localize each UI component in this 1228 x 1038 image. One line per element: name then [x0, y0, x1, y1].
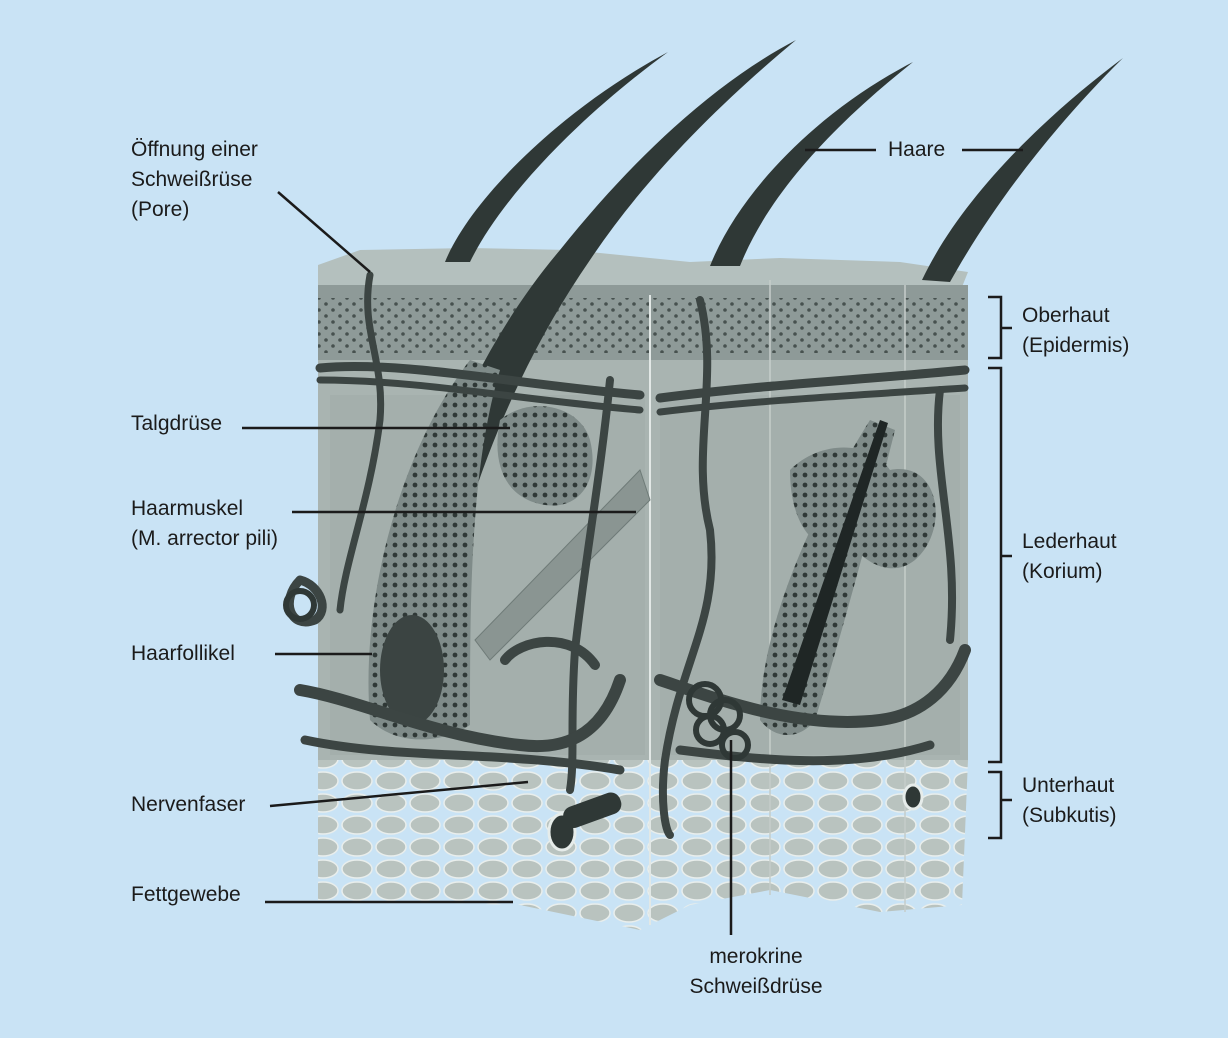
- label-oberhaut-line1: Oberhaut: [1022, 301, 1129, 331]
- layer-brackets: [988, 297, 1012, 838]
- label-talgdruese: Talgdrüse: [131, 409, 222, 439]
- label-unterhaut-line1: Unterhaut: [1022, 771, 1117, 801]
- label-pore: Öffnung einer Schweißrüse (Pore): [131, 135, 258, 225]
- hair-3: [710, 62, 913, 266]
- subcutis-layer: [318, 760, 968, 930]
- vessel-end-2: [904, 785, 922, 809]
- label-haarfollikel: Haarfollikel: [131, 639, 235, 669]
- label-schweissdruese-line2: Schweißdrüse: [676, 972, 836, 1002]
- label-lederhaut-line2: (Korium): [1022, 557, 1117, 587]
- label-pore-line2: Schweißrüse: [131, 165, 258, 195]
- label-pore-line3: (Pore): [131, 195, 258, 225]
- label-fettgewebe: Fettgewebe: [131, 880, 241, 910]
- label-haarmuskel: Haarmuskel (M. arrector pili): [131, 494, 278, 554]
- hair-4: [922, 58, 1123, 282]
- hair-1: [445, 52, 668, 262]
- epidermis-cells: [318, 298, 968, 353]
- leader-pore: [278, 192, 370, 272]
- label-oberhaut: Oberhaut (Epidermis): [1022, 301, 1129, 361]
- label-haarmuskel-line2: (M. arrector pili): [131, 524, 278, 554]
- label-lederhaut: Lederhaut (Korium): [1022, 527, 1117, 587]
- label-haarmuskel-line1: Haarmuskel: [131, 494, 278, 524]
- label-unterhaut-line2: (Subkutis): [1022, 801, 1117, 831]
- bracket-oberhaut: [988, 297, 1001, 358]
- label-haare: Haare: [888, 135, 945, 165]
- label-schweissdruese-line1: merokrine: [676, 942, 836, 972]
- label-schweissdruese: merokrine Schweißdrüse: [676, 942, 836, 1002]
- label-unterhaut: Unterhaut (Subkutis): [1022, 771, 1117, 831]
- bracket-unterhaut: [988, 772, 1001, 838]
- label-pore-line1: Öffnung einer: [131, 135, 258, 165]
- bracket-lederhaut: [988, 368, 1001, 762]
- label-lederhaut-line1: Lederhaut: [1022, 527, 1117, 557]
- label-nervenfaser: Nervenfaser: [131, 790, 245, 820]
- label-oberhaut-line2: (Epidermis): [1022, 331, 1129, 361]
